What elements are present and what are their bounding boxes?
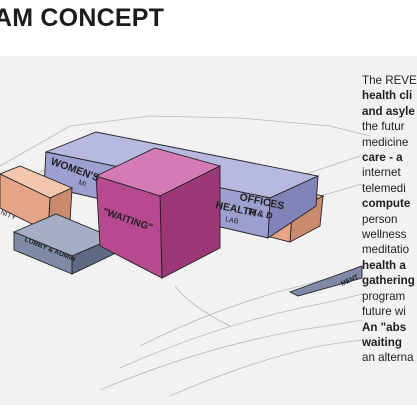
lab-label: LAB bbox=[225, 216, 240, 226]
description-line: internet bbox=[362, 166, 401, 180]
waiting-cube bbox=[94, 147, 222, 279]
description-line: medicine bbox=[362, 135, 409, 149]
description-line: care - a bbox=[362, 151, 403, 165]
mi-label: MI bbox=[77, 179, 87, 188]
description-line: wellness bbox=[362, 228, 407, 242]
description-line: an alterna bbox=[362, 351, 414, 365]
description-line: gathering bbox=[362, 274, 415, 288]
description-line: future wi bbox=[362, 305, 406, 319]
description-line: health cli bbox=[362, 89, 413, 103]
program-concept-diagram: OFFICES R & D WOMEN'S MI "WAITING" HEALT… bbox=[0, 115, 371, 397]
description-line: meditatio bbox=[362, 243, 410, 257]
description-line: The REVE bbox=[362, 74, 417, 87]
description-line: person bbox=[362, 212, 398, 226]
description-line: waiting bbox=[362, 335, 402, 349]
description-line: and asyle bbox=[362, 104, 415, 118]
description-line: compute bbox=[362, 197, 411, 211]
description-line: health a bbox=[362, 258, 406, 272]
ment-block bbox=[288, 265, 363, 297]
description-line: An "abs bbox=[362, 320, 407, 334]
description-line: program bbox=[362, 289, 406, 303]
page-title: AM CONCEPT bbox=[0, 4, 165, 32]
description-line: the futur bbox=[362, 120, 405, 134]
description-line: telemedi bbox=[362, 181, 406, 195]
footer-strip bbox=[0, 405, 417, 417]
